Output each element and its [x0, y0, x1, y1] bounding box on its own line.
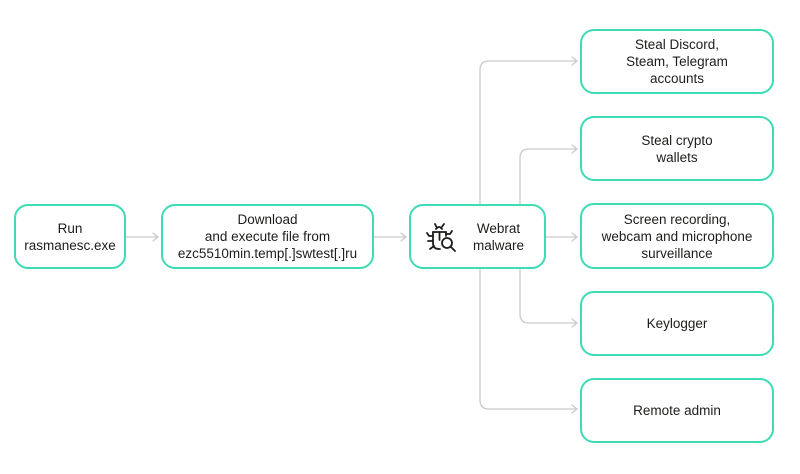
node-remote-admin-label: Remote admin: [633, 403, 721, 418]
arrowhead-screen: [571, 232, 578, 242]
node-remote-admin: Remote admin: [580, 378, 774, 443]
node-download: Download and execute file from ezc5510mi…: [161, 204, 374, 269]
arrowhead-crypto: [571, 144, 578, 154]
node-download-label: Download and execute file from ezc5510mi…: [177, 212, 358, 261]
arrowhead-discord: [571, 56, 578, 66]
connector-webrat-to-discord: [479, 60, 578, 205]
connector-webrat-to-keylogger: [519, 268, 578, 324]
arrowhead-webrat: [400, 232, 407, 242]
node-surveillance: Screen recording, webcam and microphone …: [580, 203, 774, 269]
node-steal-crypto-label: Steal crypto wallets: [641, 132, 713, 165]
connector-webrat-to-crypto: [519, 148, 578, 205]
bug-magnifier-icon: [426, 222, 456, 252]
arrowhead-remote: [571, 404, 578, 414]
arrowhead-download: [152, 232, 159, 242]
node-surveillance-label: Screen recording, webcam and microphone …: [601, 211, 753, 261]
node-steal-accounts-label: Steal Discord, Steam, Telegram accounts: [626, 37, 728, 86]
node-webrat-label: Webrat malware: [473, 220, 525, 253]
node-steal-accounts: Steal Discord, Steam, Telegram accounts: [580, 29, 774, 94]
connector-webrat-to-remote: [479, 268, 578, 410]
node-keylogger: Keylogger: [580, 291, 774, 356]
node-keylogger-label: Keylogger: [646, 316, 708, 331]
node-webrat: Webrat malware: [409, 204, 546, 269]
node-steal-crypto: Steal crypto wallets: [580, 116, 774, 181]
node-run: Run rasmanesc.exe: [14, 204, 126, 269]
arrowhead-keylogger: [571, 318, 578, 328]
node-run-label: Run rasmanesc.exe: [24, 220, 116, 253]
